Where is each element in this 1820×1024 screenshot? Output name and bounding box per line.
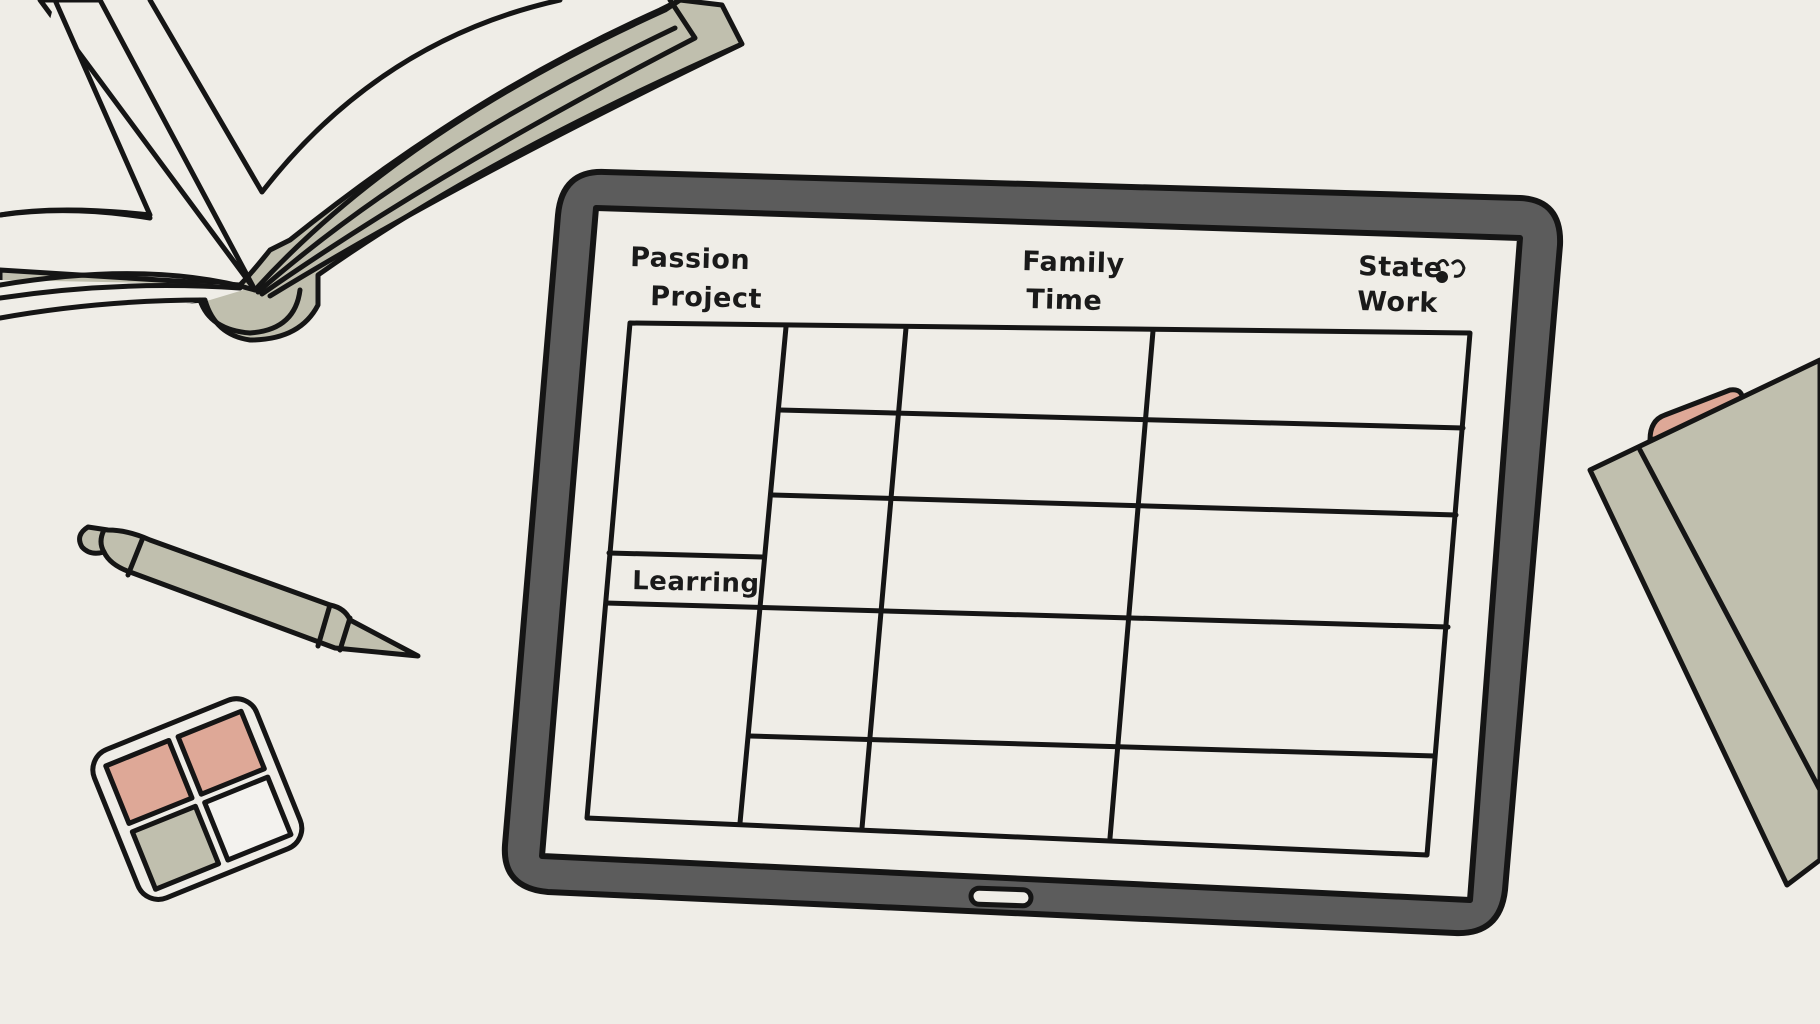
header-passion-project-line1: Passion — [630, 242, 751, 276]
pen-icon — [77, 524, 421, 659]
header-passion-project-line2: Project — [650, 281, 762, 315]
tablet: Passion Project Family Time State Work L… — [501, 168, 1564, 937]
row-label-learning: Learring — [632, 566, 760, 599]
home-button[interactable] — [968, 885, 1034, 909]
closed-notebook-icon — [1587, 357, 1820, 888]
header-family-time-line1: Family — [1022, 246, 1125, 280]
ink-blot-icon — [1436, 271, 1448, 283]
header-state-work-line1: State — [1358, 251, 1443, 284]
scribble-icon — [1436, 259, 1466, 278]
color-palette-icon — [90, 696, 305, 902]
header-family-time-line2: Time — [1026, 284, 1103, 317]
tablet-screen[interactable] — [539, 205, 1523, 903]
open-book-icon — [0, 0, 745, 343]
header-state-work-line2: Work — [1357, 286, 1439, 319]
schedule-grid — [584, 320, 1473, 858]
